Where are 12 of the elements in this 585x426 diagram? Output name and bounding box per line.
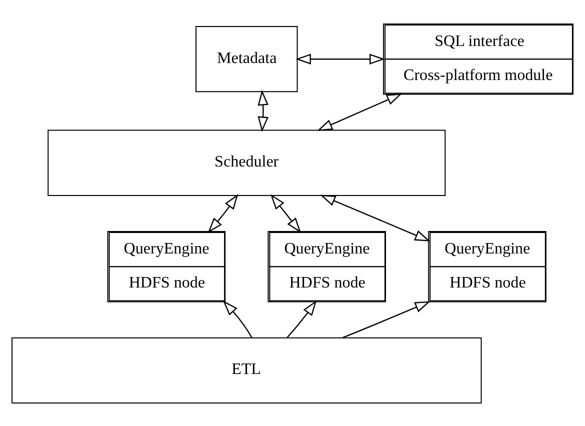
node-box: ETL <box>12 336 482 403</box>
arrow <box>342 300 430 338</box>
arrow <box>286 300 317 338</box>
node-box: Metadata <box>196 26 298 92</box>
arrow <box>317 93 402 130</box>
arrow <box>320 194 430 241</box>
arrow <box>208 194 238 232</box>
node-box: Scheduler <box>48 129 446 196</box>
arrow <box>258 89 268 132</box>
arrow <box>270 194 302 232</box>
arrow <box>222 300 252 338</box>
arrow <box>295 53 385 64</box>
